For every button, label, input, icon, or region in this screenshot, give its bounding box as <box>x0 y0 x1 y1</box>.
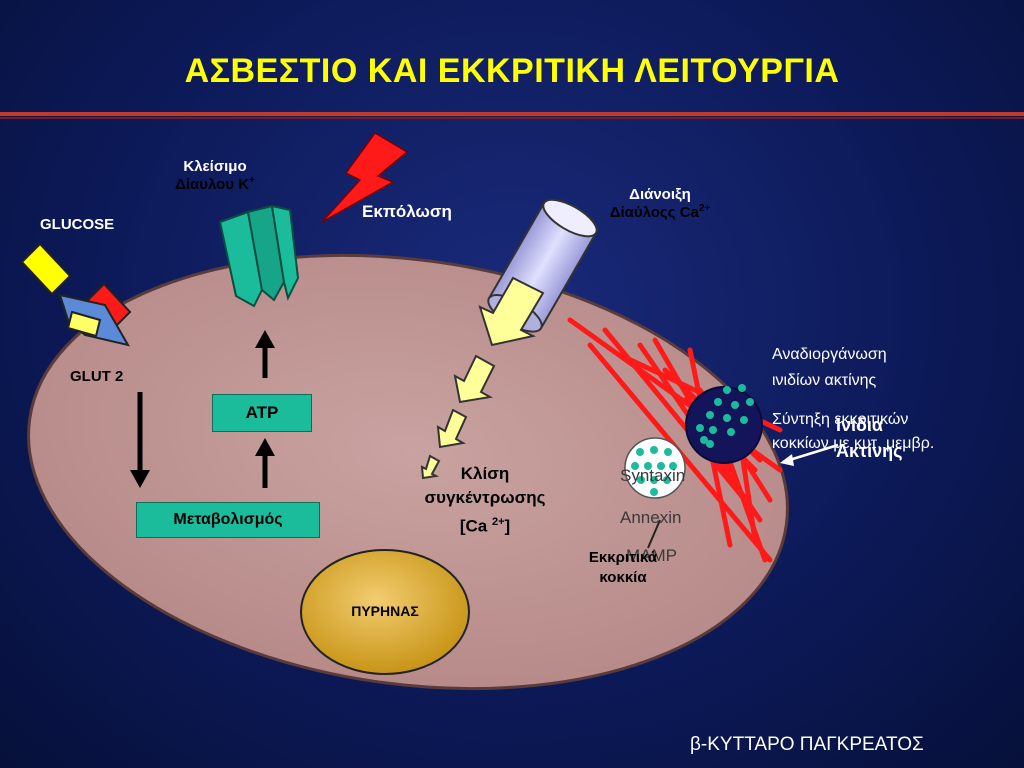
cell-body <box>27 253 789 691</box>
page-title: ΑΣΒΕΣΤΙΟ ΚΑΙ ΕΚΚΡΙΤΙΚΗ ΛΕΙΤΟΥΡΓΙΑ <box>184 52 840 90</box>
secretory-granule-dots <box>631 446 677 496</box>
actin-reorganization-label: Αναδιοργάνωση ινιδίων ακτίνης <box>772 346 887 389</box>
syntaxin-label: Syntaxin <box>620 466 686 485</box>
title-divider-red <box>0 112 1024 116</box>
granule-fusion-label: Σύντηξη εκκριτικών κοκκίων με κυτ. μεμβρ… <box>772 411 935 452</box>
ca-channel-label: Διάνοιξη Δίαύλοςς Ca2+ <box>609 186 711 221</box>
title-divider-dark <box>0 117 1024 119</box>
docking-vesicle <box>685 386 763 464</box>
glucose-label: GLUCOSE <box>40 216 115 233</box>
cell-caption: β-ΚΥΤΤΑΡΟ ΠΑΓΚΡΕΑΤΟΣ <box>690 734 924 755</box>
metabolism-box: Μεταβολισμός <box>136 502 320 538</box>
nucleus-label: ΠΥΡΗΝΑΣ <box>351 603 419 619</box>
ca-gradient-label: Κλίση συγκέντρωσης [Ca 2+] <box>424 464 546 536</box>
mamp-label: MAMP <box>626 546 677 565</box>
depolarization-label: Εκπόλωση <box>362 202 452 221</box>
secretory-granules-label: Εκκριτικά κοκκία <box>588 549 658 586</box>
annexin-pointer <box>647 519 661 549</box>
ca-influx-arrows <box>420 276 545 480</box>
annexin-label: Annexin <box>620 508 682 527</box>
k-channel-icon <box>218 204 300 308</box>
nucleus <box>300 549 470 675</box>
metabolism-arrows <box>130 330 275 488</box>
glut2-transporter-icon <box>20 242 132 347</box>
atp-box: ATP <box>212 394 312 432</box>
k-channel-label: Κλείσιμο Δίαυλου Κ+ <box>175 158 255 193</box>
glut2-label: GLUT 2 <box>70 368 124 385</box>
lightning-bolt-icon <box>321 132 409 223</box>
vesicle-granules <box>696 384 754 448</box>
actin-fibrils-label: Ινίδια Ακτίνης <box>836 415 903 461</box>
